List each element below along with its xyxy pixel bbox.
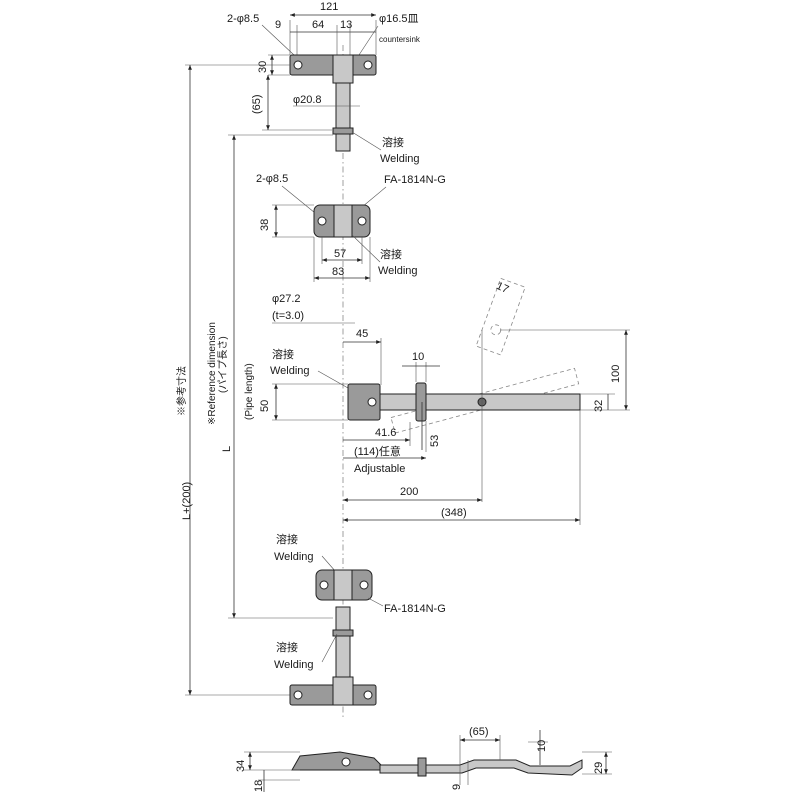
weld-jp-3: 溶接 <box>272 347 294 361</box>
dim-29: 29 <box>593 762 605 774</box>
pipe-dia-top: φ20.8 <box>293 94 322 106</box>
weld-en-1: Welding <box>380 153 420 165</box>
dim-57: 57 <box>334 248 346 260</box>
dim-64: 64 <box>312 19 324 31</box>
dim-l: L <box>221 446 233 452</box>
pipe-dia-handle: φ27.2 <box>272 293 301 305</box>
dim-100: 100 <box>610 365 622 383</box>
weld-jp-5: 溶接 <box>276 640 298 654</box>
dim-38: 38 <box>259 219 271 231</box>
dim-65-side: (65) <box>469 726 489 738</box>
pipe-thickness: (t=3.0) <box>272 310 304 322</box>
dim-10: 10 <box>412 351 424 363</box>
dim-348: (348) <box>441 507 467 519</box>
dim-l-plus: L+(200) <box>181 482 193 520</box>
weld-jp-2: 溶接 <box>380 247 402 261</box>
pipe-len-jp: (パイプ長さ) <box>217 336 229 393</box>
dim-121: 121 <box>320 1 338 13</box>
dim-50: 50 <box>259 400 271 412</box>
guide-2: 溶接 Welding FA-1814N-G <box>274 532 446 615</box>
top-bracket: 121 9 64 13 2-φ8.5 φ16.5皿 countersink 30… <box>227 1 421 165</box>
handle-assembly: 17 φ27.2 (t=3.0) 45 10 溶接 Welding 50 <box>259 277 630 525</box>
dim-114: (114)任意 <box>354 444 401 458</box>
dim-9-side: 9 <box>451 784 463 790</box>
holes-label: 2-φ8.5 <box>227 13 259 25</box>
countersink-label: countersink <box>379 35 421 44</box>
bottom-bracket: 溶接 Welding <box>274 606 377 706</box>
guide1-holes: 2-φ8.5 <box>256 173 288 185</box>
dim-53: 53 <box>429 435 441 447</box>
guide2-part-no: FA-1814N-G <box>384 603 446 615</box>
dim-83: 83 <box>332 266 344 278</box>
weld-en-5: Welding <box>274 659 314 671</box>
dim-17: 17 <box>494 280 510 296</box>
pipe-len-en: (Pipe length) <box>244 363 255 420</box>
dim-34: 34 <box>235 760 247 772</box>
weld-en-3: Welding <box>270 365 310 377</box>
guide1-part-no: FA-1814N-G <box>384 174 446 186</box>
dim-13: 13 <box>340 19 352 31</box>
countersink-dia: φ16.5皿 <box>379 13 419 25</box>
vertical-dimensions: L+(200) ※参考寸法 ※Reference dimension L (パイ… <box>175 64 333 696</box>
weld-jp-4: 溶接 <box>276 532 298 546</box>
ref-jp: ※参考寸法 <box>175 366 188 416</box>
dim-18: 18 <box>253 780 265 792</box>
weld-en-2: Welding <box>378 265 418 277</box>
weld-en-4: Welding <box>274 551 314 563</box>
ref-en: ※Reference dimension <box>207 322 218 425</box>
guide-1: 2-φ8.5 FA-1814N-G 38 57 83 溶接 Welding <box>256 173 446 282</box>
dim-9: 9 <box>275 19 281 31</box>
dim-10-side: 10 <box>536 740 548 752</box>
dim-45: 45 <box>356 328 368 340</box>
dim-30: 30 <box>257 61 269 73</box>
weld-jp-1: 溶接 <box>382 135 404 149</box>
side-view: 34 18 9 (65) 10 29 <box>235 726 612 792</box>
adjustable-label: Adjustable <box>354 463 405 475</box>
dim-65: (65) <box>251 94 263 114</box>
dim-200: 200 <box>400 486 418 498</box>
dim-41-6: 41.6 <box>375 427 396 439</box>
dim-32: 32 <box>593 400 605 412</box>
